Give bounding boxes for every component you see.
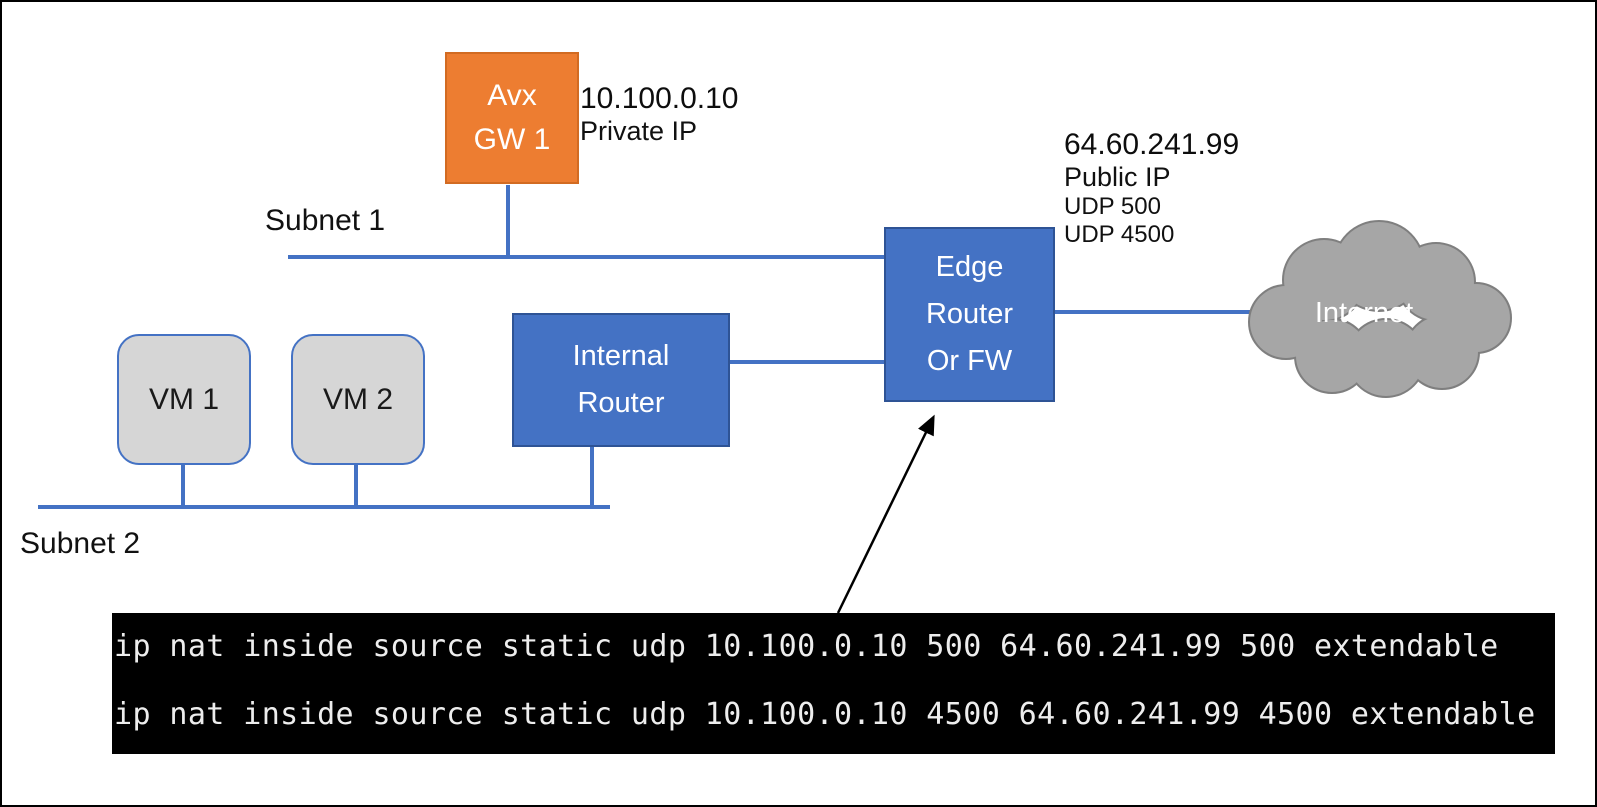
- private-ip-annotation: 10.100.0.10 Private IP: [580, 82, 738, 147]
- internal-router-label-line2: Router: [577, 387, 665, 419]
- edge-router-label-line2: Router: [925, 298, 1014, 330]
- node-vm2: VM 2: [291, 334, 425, 465]
- subnet1-label: Subnet 1: [265, 204, 386, 237]
- avx-gw-label-line2: GW 1: [473, 123, 551, 156]
- private-ip-value: 10.100.0.10: [580, 82, 739, 115]
- public-ip-caption: Public IP: [1064, 162, 1171, 192]
- internet-label: Internet: [1315, 297, 1413, 329]
- internet-cloud: Internet: [1248, 220, 1512, 398]
- vm1-connector: [181, 465, 185, 509]
- public-ip-annotation: 64.60.241.99 Public IP UDP 500 UDP 4500: [1064, 128, 1239, 249]
- edge-router-label-line1: Edge: [935, 251, 1004, 283]
- udp-500-label: UDP 500: [1064, 193, 1161, 220]
- vm2-label: VM 2: [322, 382, 394, 416]
- subnet1-bus-line: [288, 255, 884, 259]
- node-vm1: VM 1: [117, 334, 251, 465]
- public-ip-value: 64.60.241.99: [1064, 128, 1240, 161]
- internal-router-label-line1: Internal: [572, 340, 670, 372]
- cli-terminal: ip nat inside source static udp 10.100.0…: [112, 613, 1555, 754]
- cli-line-2: ip nat inside source static udp 10.100.0…: [114, 697, 1536, 732]
- internal-to-edge-link: [730, 360, 884, 364]
- subnet2-label: Subnet 2: [20, 527, 141, 560]
- cloud-fill: [1250, 222, 1510, 396]
- edge-router-label-line3: Or FW: [926, 345, 1013, 377]
- private-ip-caption: Private IP: [580, 116, 698, 146]
- node-avx-gw: Avx GW 1: [445, 52, 579, 184]
- avx-gw-connector: [506, 185, 510, 257]
- node-internal-router: Internal Router: [512, 313, 730, 447]
- avx-gw-label-line1: Avx: [487, 79, 537, 112]
- arrow-line: [836, 414, 935, 614]
- udp-4500-label: UDP 4500: [1064, 221, 1175, 248]
- node-edge-router: Edge Router Or FW: [884, 227, 1055, 402]
- cli-line-1: ip nat inside source static udp 10.100.0…: [114, 629, 1499, 664]
- vm1-label: VM 1: [148, 382, 220, 416]
- subnet2-bus-line: [38, 505, 610, 509]
- edge-to-internet-link: [1055, 310, 1270, 314]
- internal-router-connector: [590, 447, 594, 509]
- callout-arrow: [836, 414, 935, 614]
- vm2-connector: [354, 465, 358, 509]
